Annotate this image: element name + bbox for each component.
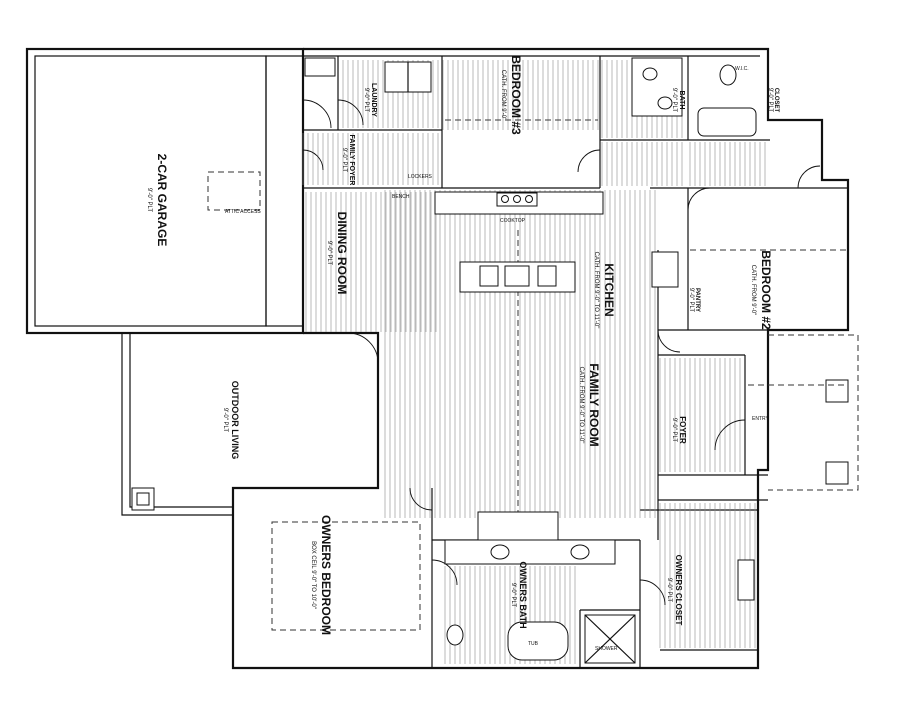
family-room-label: FAMILY ROOM	[587, 363, 601, 446]
fixtures	[304, 57, 757, 664]
owners-bedroom-sub: BOX CEIL 9'-0" TO 10'-0"	[310, 541, 316, 609]
dining-sub: 9'-0" PLT	[326, 241, 332, 266]
bedroom3-sub: CATH. FROM 9'-0"	[500, 70, 506, 121]
room-labels: 2-CAR GARAGE 9'-0" PLT DINING ROOM 9'-0"…	[146, 55, 779, 652]
bedroom2-sub: CATH. FROM 9'-0"	[750, 265, 756, 316]
owners-closet-label: OWNERS CLOSET	[674, 555, 683, 626]
ceiling-dashed-lines	[271, 119, 848, 631]
family-foyer-label: FAMILY FOYER	[348, 135, 355, 186]
island-cabinet	[537, 265, 557, 287]
entry-note: ENTRY	[752, 416, 770, 422]
family-foyer-sub: 9'-0" PLT	[341, 148, 347, 173]
pantry-label: PANTRY	[694, 288, 700, 312]
bath2-sub: 9'-0" PLT	[671, 88, 677, 113]
outdoor-living-outline	[121, 333, 233, 516]
interior-walls	[233, 56, 848, 668]
outdoor-living-sub: 9'-0" PLT	[222, 408, 228, 433]
refrigerator	[651, 251, 679, 288]
island-dishwasher	[504, 265, 530, 287]
bath2-label: BATH	[678, 91, 685, 110]
tub-note: TUB	[528, 641, 539, 647]
lockers-note: LOCKERS	[408, 174, 433, 180]
kitchen-sub: CATH. FROM 9'-0" TO 11'-0"	[593, 252, 599, 329]
wic-note: W.I.C.	[735, 66, 749, 72]
pantry-sub: 9'-0" PLT	[688, 288, 694, 313]
foyer-label: FOYER	[678, 416, 687, 444]
closet-label: CLOSET	[773, 88, 779, 113]
owners-closet-sub: 9'-0" PLT	[666, 578, 672, 603]
bath2-toilet	[719, 64, 737, 86]
front-porch-outline	[768, 334, 859, 491]
owners-vanity	[444, 539, 616, 565]
family-room-sub: CATH. FROM 9'-0" TO 11'-0"	[578, 367, 584, 444]
house-exterior-walls	[231, 47, 850, 670]
garage-sub: 9'-0" PLT	[146, 188, 152, 213]
laundry-label: LAUNDRY	[370, 83, 377, 117]
bath2-tub	[697, 107, 757, 137]
doors	[302, 99, 821, 606]
attic-access-note: ATTIC ACCESS	[225, 209, 261, 215]
owners-bath-sub: 9'-0" PLT	[510, 583, 516, 608]
dining-label: DINING ROOM	[335, 212, 349, 295]
garage-outline	[25, 47, 305, 335]
garage-label: 2-CAR GARAGE	[155, 154, 169, 247]
shower-note: SHOWER	[595, 646, 618, 652]
foyer-sub: 9'-0" PLT	[671, 418, 677, 443]
closet-dresser	[737, 559, 755, 601]
bench-note: BENCH	[392, 194, 410, 200]
owners-bedroom-label: OWNERS BEDROOM	[319, 515, 333, 635]
garage-fixture	[304, 57, 336, 77]
owners-toilet	[446, 624, 464, 646]
laundry-sub: 9'-0" PLT	[363, 88, 369, 113]
bedroom2-label: BEDROOM #2	[759, 250, 773, 330]
floor-hatching	[302, 60, 766, 664]
kitchen-label: KITCHEN	[602, 263, 616, 316]
owners-bath-label: OWNERS BATH	[518, 561, 528, 628]
island-sink	[479, 265, 499, 287]
bath2-vanity	[631, 57, 683, 117]
cooktop-note: COOKTOP	[500, 218, 526, 224]
outdoor-living-label: OUTDOOR LIVING	[230, 381, 240, 460]
owners-tub	[507, 621, 569, 661]
closet-sub: 9'-0" PLT	[767, 88, 773, 113]
fireplace	[477, 511, 559, 541]
bedroom3-label: BEDROOM #3	[509, 55, 523, 135]
